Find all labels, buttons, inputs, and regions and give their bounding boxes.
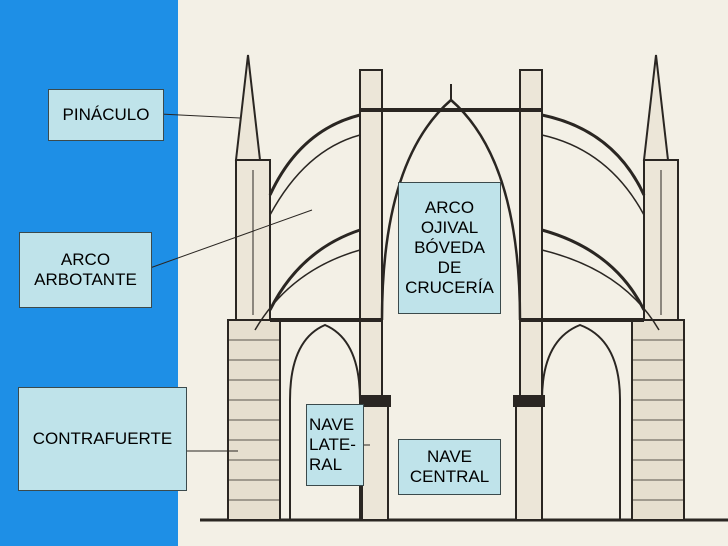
left-aisle-column — [361, 399, 389, 521]
left-flying-buttress-upper — [268, 113, 361, 196]
right-flying-buttress-upper — [541, 113, 646, 196]
nave-central-label: NAVE CENTRAL — [398, 439, 501, 495]
left-flying-buttress-lower — [268, 228, 361, 311]
arbotante-leader-line — [149, 209, 313, 269]
left-aisle-arch — [289, 323, 361, 520]
nave-lateral-label: NAVE LATE- RAL — [306, 404, 364, 486]
right-aisle-arch — [541, 323, 621, 520]
pinaculo-label: PINÁCULO — [48, 89, 164, 141]
left-pinnacle-spire — [234, 54, 262, 161]
right-aisle-column — [515, 399, 543, 521]
pinaculo-leader-line — [159, 113, 241, 119]
arco-arbotante-label: ARCO ARBOTANTE — [19, 232, 152, 308]
arco-ojival-boveda-label: ARCO OJIVAL BÓVEDA DE CRUCERÍA — [398, 182, 501, 314]
contrafuerte-label: CONTRAFUERTE — [18, 387, 187, 491]
right-flying-buttress-lower — [541, 228, 646, 311]
right-pinnacle-spire — [642, 54, 670, 161]
